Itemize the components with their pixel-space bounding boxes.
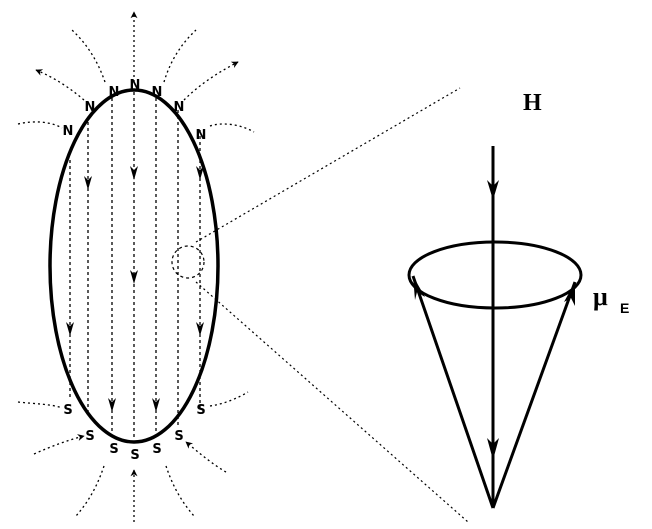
- external-field-bottom: [17, 391, 249, 522]
- north-pole-label: N: [130, 78, 141, 93]
- field-arrow-head-icon: [487, 180, 499, 200]
- field-label: H: [523, 90, 542, 116]
- south-pole-labels: S S S S S S S: [63, 403, 205, 463]
- south-pole-label: S: [196, 403, 205, 418]
- zoom-indicator: [171, 87, 469, 523]
- ellipsoid-outline: [48, 88, 220, 444]
- north-pole-label: N: [152, 85, 163, 100]
- zoom-line-top: [195, 87, 461, 243]
- field-arrow-head-icon: [487, 438, 499, 460]
- moment-label: μ: [593, 282, 608, 311]
- north-pole-label: N: [109, 85, 120, 100]
- cone-side-left: [411, 275, 495, 509]
- internal-field-lines: [87, 92, 201, 440]
- ellipsoid-group: N N N N N N N S S S S S S S: [17, 11, 255, 522]
- internal-arrow-heads: [66, 166, 204, 412]
- zoom-circle: [171, 245, 205, 279]
- north-pole-label: N: [85, 100, 96, 115]
- precession-ellipse: [407, 240, 583, 310]
- south-pole-label: S: [174, 429, 183, 444]
- precession-cone-group: [407, 146, 583, 509]
- south-pole-label: S: [109, 442, 118, 457]
- south-pole-label: S: [152, 442, 161, 457]
- moment-subscript-label: E: [620, 300, 629, 316]
- north-pole-labels: N N N N N N N: [63, 78, 207, 143]
- cone-side-right: [491, 281, 577, 509]
- south-pole-label: S: [85, 429, 94, 444]
- zoom-line-bottom: [195, 281, 469, 523]
- external-field-top: [17, 11, 255, 133]
- south-pole-label: S: [130, 448, 139, 463]
- south-pole-label: S: [63, 403, 72, 418]
- north-pole-label: N: [196, 128, 207, 143]
- north-pole-label: N: [174, 100, 185, 115]
- north-pole-label: N: [63, 124, 74, 139]
